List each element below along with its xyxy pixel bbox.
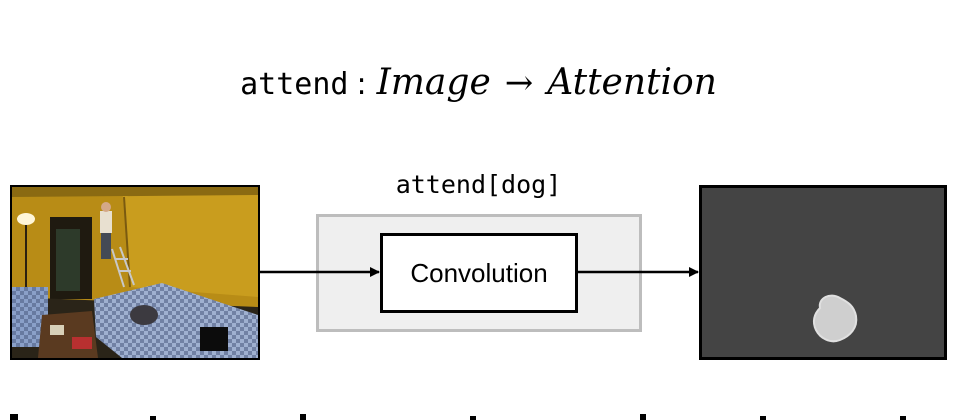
convolution-label: Convolution (410, 257, 548, 288)
input-type: Image (376, 62, 491, 103)
type-colon: : (356, 67, 367, 102)
convolution-box: Convolution (380, 233, 578, 313)
type-signature: attend : Image → Attention (0, 62, 957, 122)
function-name: attend (240, 67, 349, 102)
cropped-glyph-tops (10, 414, 906, 420)
living-room-photo (12, 187, 258, 358)
attention-blob-canvas (812, 294, 858, 343)
input-image (10, 185, 260, 360)
attention-blob (812, 294, 858, 343)
type-arrow: → (504, 63, 534, 103)
operator-label: attend[dog] (395, 170, 562, 199)
cropped-caption-line (0, 392, 957, 420)
attention-map (699, 185, 947, 360)
output-type: Attention (547, 62, 717, 103)
